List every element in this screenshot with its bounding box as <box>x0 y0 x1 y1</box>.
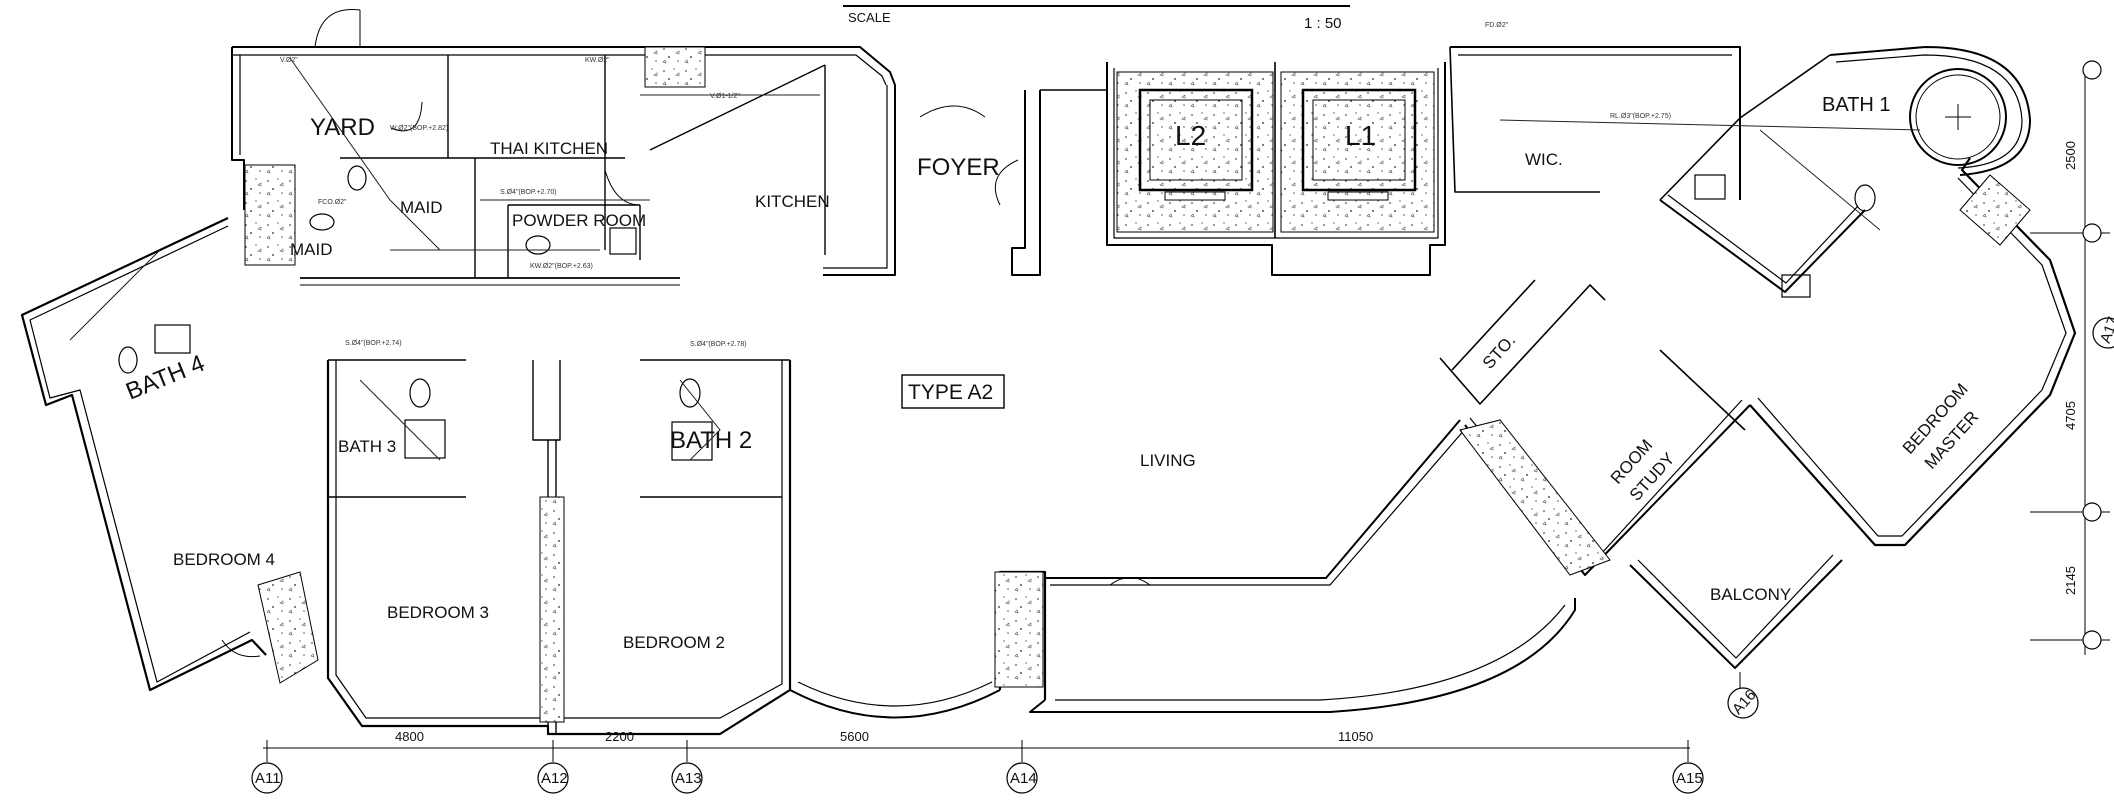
grid-bubble-a11: A11 <box>251 762 283 794</box>
annotation-waste-2: S.Ø4"(BOP.+2.70) <box>500 189 557 196</box>
fixtures <box>118 165 1876 461</box>
room-maid-bath: MAID <box>290 240 333 259</box>
room-storage: STO. <box>1479 331 1519 373</box>
dim-11050: 11050 <box>1338 729 1373 744</box>
grid-ticks-right <box>2082 60 2102 650</box>
annotation-waste-3: S.Ø4"(BOP.+2.78) <box>690 341 747 348</box>
room-lift-2: L2 <box>1175 120 1206 151</box>
room-bedroom-2: BEDROOM 2 <box>623 633 725 652</box>
annotation-vent: V.Ø2" <box>280 57 298 64</box>
scale-label: SCALE <box>848 10 891 25</box>
scale-value: 1 : 50 <box>1304 15 1342 32</box>
room-lift-1: L1 <box>1345 120 1376 151</box>
dimension-right-values: 2500 4705 2145 <box>2063 141 2078 595</box>
svg-text:A14: A14 <box>1010 770 1037 787</box>
dim-4800: 4800 <box>395 729 424 744</box>
room-wic: WIC. <box>1525 150 1563 169</box>
room-bath-3: BATH 3 <box>338 437 396 456</box>
room-bedroom-4: BEDROOM 4 <box>173 550 275 569</box>
room-bedroom-3: BEDROOM 3 <box>387 603 489 622</box>
dim-2145: 2145 <box>2063 566 2078 595</box>
grid-lines <box>266 672 1741 762</box>
dimension-bottom-values: 4800 2200 5600 11050 <box>395 729 1373 744</box>
room-bath-4: BATH 4 <box>122 350 208 406</box>
annotation-waste-7: S.Ø4"(BOP.+2.74) <box>345 340 402 347</box>
plan-title-box: TYPE A2 <box>901 374 1005 409</box>
grid-bubble-a14: A14 <box>1006 762 1038 794</box>
columns <box>244 46 2031 723</box>
dimension-bottom <box>263 740 1690 760</box>
grid-bubble-a13: A13 <box>671 762 703 794</box>
annotation-waste-6: W.Ø2"(BOP.+2.82) <box>390 125 448 132</box>
grid-bubble-a16: A16 <box>1727 687 1760 719</box>
annotation-fco: FCO.Ø2" <box>318 199 347 206</box>
annotation-fd: FD.Ø2" <box>1485 22 1509 29</box>
svg-text:A17: A17 <box>2097 315 2114 346</box>
room-balcony: BALCONY <box>1710 585 1791 604</box>
svg-text:A15: A15 <box>1676 770 1703 787</box>
lift-cars <box>1138 88 1417 201</box>
svg-text:A12: A12 <box>541 770 568 787</box>
annotation-waste-4: RL.Ø3"(BOP.+2.75) <box>1610 113 1671 120</box>
annotation-waste-5: KW.Ø2"(BOP.+2.63) <box>530 263 593 270</box>
pipes <box>69 57 1921 461</box>
annotation-kw: KW.Ø2" <box>585 57 610 64</box>
room-labels: YARD THAI KITCHEN MAID MAID POWDER ROOM … <box>122 94 1982 652</box>
scale-block: SCALE 1 : 50 <box>843 5 1350 32</box>
room-thai-kitchen: THAI KITCHEN <box>490 139 608 158</box>
room-powder: POWDER ROOM <box>512 211 646 230</box>
grid-bubble-a12: A12 <box>537 762 569 794</box>
grid-bubble-a17: A17 <box>2092 315 2114 349</box>
room-bath-1: BATH 1 <box>1822 94 1891 116</box>
grid-bubble-a15: A15 <box>1672 762 1704 794</box>
svg-text:A13: A13 <box>675 770 702 787</box>
dim-5600: 5600 <box>840 729 869 744</box>
room-foyer: FOYER <box>917 154 1000 181</box>
pipe-annotations: FD.Ø2" V.Ø1-1/2" S.Ø4"(BOP.+2.70) S.Ø4"(… <box>280 22 1671 348</box>
room-kitchen: KITCHEN <box>755 192 830 211</box>
dim-2500: 2500 <box>2063 141 2078 170</box>
room-maid: MAID <box>400 198 443 217</box>
plan-title: TYPE A2 <box>908 381 993 404</box>
dim-4705: 4705 <box>2063 401 2078 430</box>
room-bath-2: BATH 2 <box>670 427 752 454</box>
room-yard: YARD <box>310 114 375 141</box>
dim-2200: 2200 <box>605 729 634 744</box>
svg-text:A11: A11 <box>255 770 281 787</box>
room-living: LIVING <box>1140 451 1196 470</box>
annotation-waste-1: V.Ø1-1/2" <box>710 93 740 100</box>
